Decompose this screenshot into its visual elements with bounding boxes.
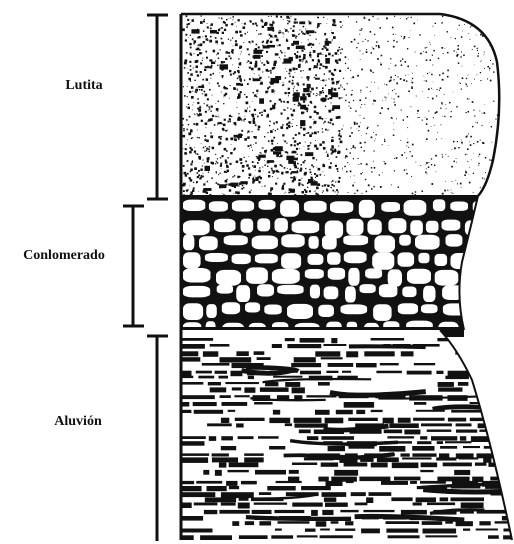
conglomerado-bracket [123,206,144,326]
aluvion-bracket [147,336,168,541]
aluvion-label: Aluvión [54,414,101,430]
aluvion-layer [181,330,514,542]
lutita-layer [181,14,503,200]
lutita-bracket [147,15,168,199]
conglomerado-label: Conlomerado [23,248,105,264]
lutita-label: Lutita [65,78,102,94]
conglomerado-layer [181,196,495,340]
